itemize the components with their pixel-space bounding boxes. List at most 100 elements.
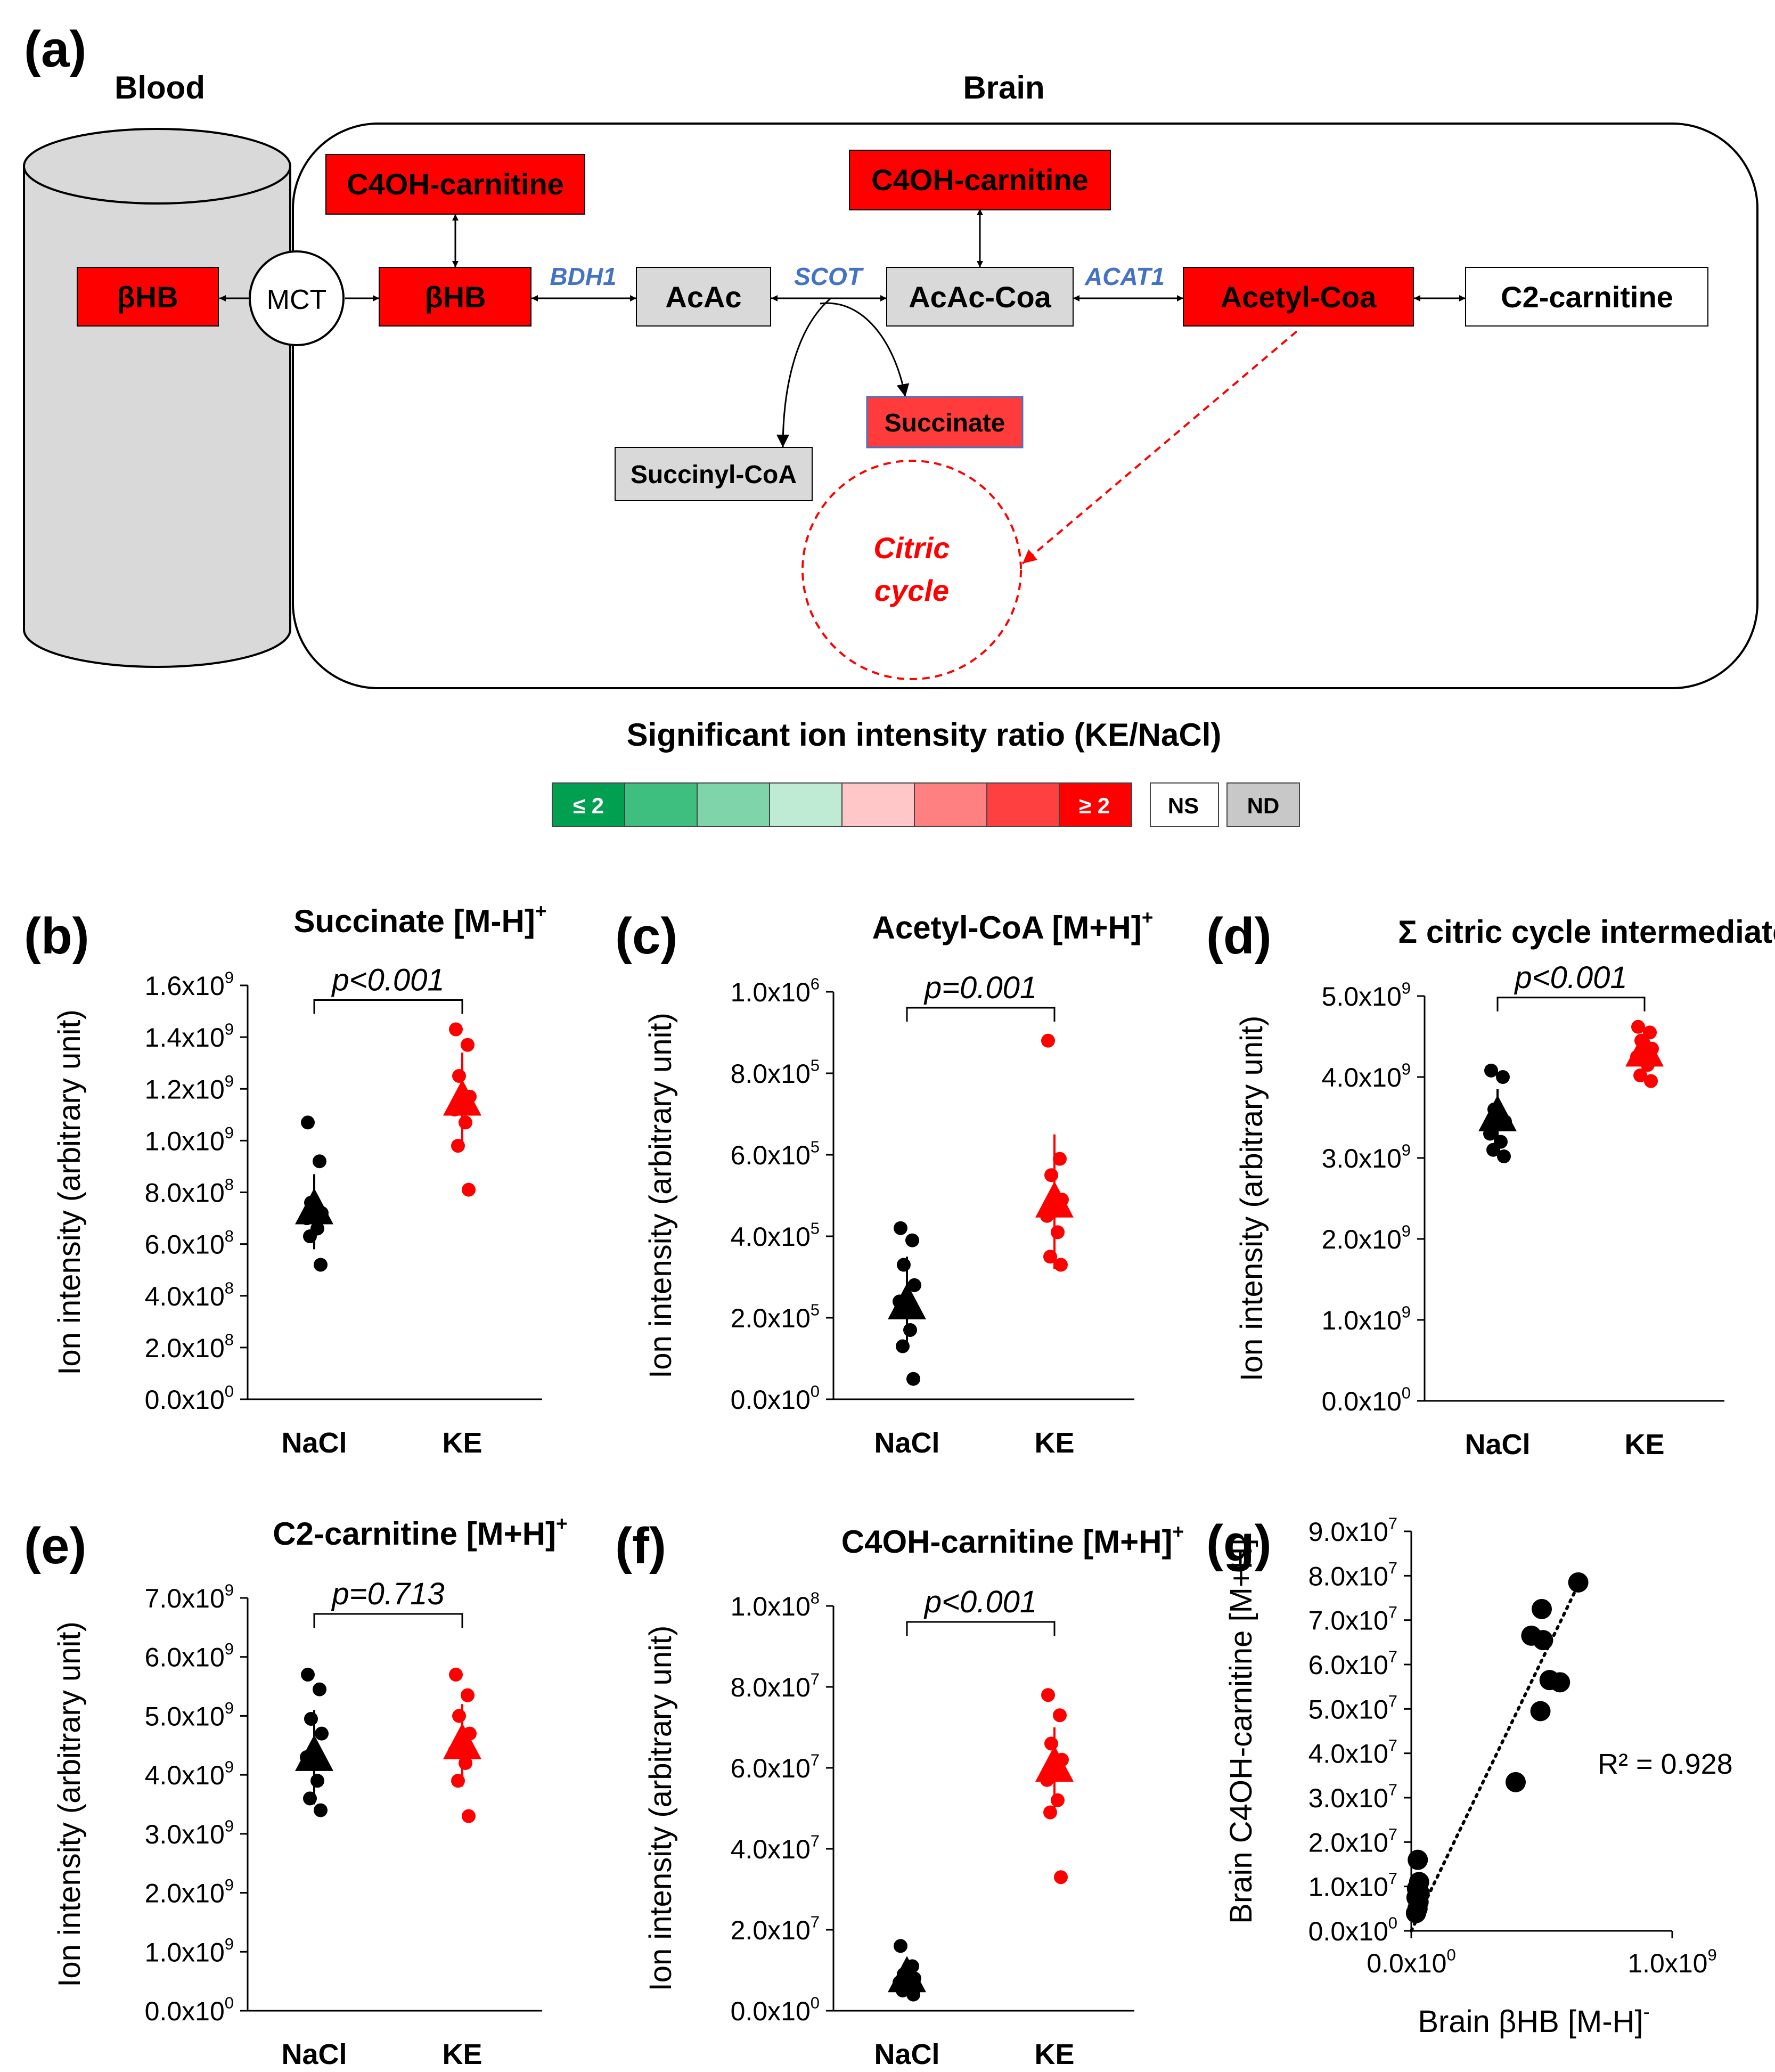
data-point-d-NaCl [1496,1070,1510,1084]
trendline-g [1410,1583,1580,1932]
chart-title-c: Acetyl-CoA [M+H]+ [872,906,1154,945]
svg-text:C4OH-carnitine: C4OH-carnitine [871,163,1089,197]
y-tick-label-f: 2.0x107 [731,1913,820,1946]
data-point-b-NaCl [313,1154,326,1169]
scatter-point-g [1568,1572,1589,1593]
y-axis-label-c: Ion intensity (arbitrary unit) [643,1013,678,1378]
y-tick-label-c: 0.0x100 [731,1382,820,1415]
data-point-b-KE [452,1068,466,1083]
mean-marker-d-KE [1625,1030,1664,1067]
mean-marker-b-NaCl [295,1188,333,1225]
data-point-d-KE [1631,1019,1645,1034]
x-tick-label-g: 0.0x100 [1367,1946,1455,1979]
y-tick-label-e: 2.0x109 [145,1875,234,1908]
mean-marker-e-KE [443,1723,481,1759]
svg-text:cycle: cycle [874,574,949,607]
node-acac-coa: AcAc-Coa [886,267,1074,327]
y-tick-label-c: 8.0x105 [731,1056,820,1089]
x-axis-label-g: Brain βHB [M-H]- [1418,2001,1649,2039]
blood-label: Blood [114,70,205,105]
p-value-d: p<0.001 [1514,960,1627,995]
y-axis-label-g: Brain C4OH-carnitine [M+H] [1224,1538,1258,1924]
y-axis-label-b: Ion intensity (arbitrary unit) [52,1009,87,1375]
data-point-d-NaCl [1497,1149,1511,1163]
acetyl-to-citric-arrow [1021,330,1298,565]
legend-cell-5 [841,782,915,827]
significance-bracket-e [313,1613,463,1628]
chart-title-e: C2-carnitine [M+H]+ [273,1512,567,1552]
mean-marker-b-KE [443,1079,481,1116]
y-tick-label-d: 5.0x109 [1322,979,1411,1012]
y-tick-label-c: 6.0x105 [731,1138,820,1171]
y-tick-label-g: 9.0x107 [1308,1514,1397,1547]
panel-label-f: (f) [615,1518,666,1575]
data-point-c-NaCl [897,1258,911,1272]
x-category-label-e: KE [442,2038,482,2070]
charts-container: (b) Ion intensity (arbitrary unit) 0.0x100… [24,900,1775,2070]
x-category-label-c: NaCl [874,1427,939,1459]
panel-label-e: (e) [24,1518,86,1575]
y-tick-label-d: 0.0x100 [1322,1384,1411,1417]
y-tick-label-b: 1.4x109 [145,1020,234,1053]
chart-b: (b)Ion intensity (arbitrary unit)0.0x100… [24,900,547,1459]
data-point-c-KE [1051,1225,1065,1239]
data-point-d-KE [1644,1074,1658,1088]
data-point-e-NaCl [313,1682,326,1696]
node-c4oh-carnitine-right: C4OH-carnitine [849,150,1111,210]
legend-nd-label: ND [1247,793,1280,818]
r-squared-g: R² = 0.928 [1598,1748,1733,1780]
legend-cell-nd [1226,782,1300,827]
data-point-f-KE [1054,1870,1068,1885]
p-value-e: p=0.713 [331,1577,444,1611]
y-tick-label-e: 5.0x109 [145,1699,234,1732]
x-category-label-d: NaCl [1465,1429,1530,1461]
legend-cell-6 [914,782,987,827]
y-tick-label-d: 4.0x109 [1322,1060,1411,1093]
legend-cell-7 [986,782,1060,827]
data-point-e-KE [462,1809,476,1823]
enzyme-acat1: ACAT1 [1084,263,1165,290]
data-point-f-KE [1051,1793,1065,1807]
y-tick-label-b: 4.0x108 [145,1278,234,1311]
y-tick-label-g: 0.0x100 [1308,1914,1397,1947]
y-axis-label-e: Ion intensity (arbitrary unit) [52,1621,87,1987]
y-tick-label-b: 1.6x109 [145,968,234,1001]
data-point-e-KE [452,1709,466,1723]
x-category-label-d: KE [1624,1429,1664,1461]
node-acac: AcAc [636,267,771,327]
data-point-b-KE [461,1038,475,1052]
svg-text:Citric: Citric [873,531,950,565]
scatter-point-g [1405,1903,1426,1923]
x-tick-label-g: 1.0x109 [1627,1946,1716,1979]
x-category-label-f: NaCl [874,2038,939,2070]
legend-cell-4 [769,782,842,827]
chart-e: (e)Ion intensity (arbitrary unit)0.0x100… [24,1512,568,2070]
scatter-point-g [1530,1701,1551,1722]
pathway-diagram: (a) Blood Brain βHB [23,21,1758,689]
y-axis-label-f: Ion intensity (arbitrary unit) [643,1626,678,1992]
y-tick-label-b: 2.0x108 [145,1330,234,1363]
legend-cell-2 [624,782,698,827]
legend-low-label: ≤ 2 [573,793,604,818]
data-point-f-KE [1053,1708,1067,1723]
brain-compartment [292,123,1758,689]
y-tick-label-f: 8.0x107 [731,1670,820,1703]
enzyme-scot: SCOT [794,263,864,290]
chart-title-f: C4OH-carnitine [M+H]+ [841,1520,1184,1560]
y-tick-label-f: 4.0x107 [731,1832,820,1865]
data-point-c-KE [1053,1152,1067,1166]
legend-ns-label: NS [1168,793,1199,818]
panel-label-b: (b) [24,908,89,965]
node-citric-cycle: Citric cycle [801,460,1022,680]
data-point-e-KE [461,1688,475,1702]
data-point-b-KE [462,1182,476,1197]
legend-cell-8 [1059,782,1132,827]
node-succinate: Succinate [866,396,1024,448]
y-tick-label-e: 1.0x109 [145,1935,234,1968]
scatter-point-g [1532,1598,1552,1619]
y-tick-label-b: 8.0x108 [145,1175,234,1208]
enzyme-bdh1: BDH1 [550,263,616,290]
svg-text:C4OH-carnitine: C4OH-carnitine [347,167,564,201]
data-point-e-NaCl [314,1803,328,1817]
node-mct: MCT [249,250,345,346]
